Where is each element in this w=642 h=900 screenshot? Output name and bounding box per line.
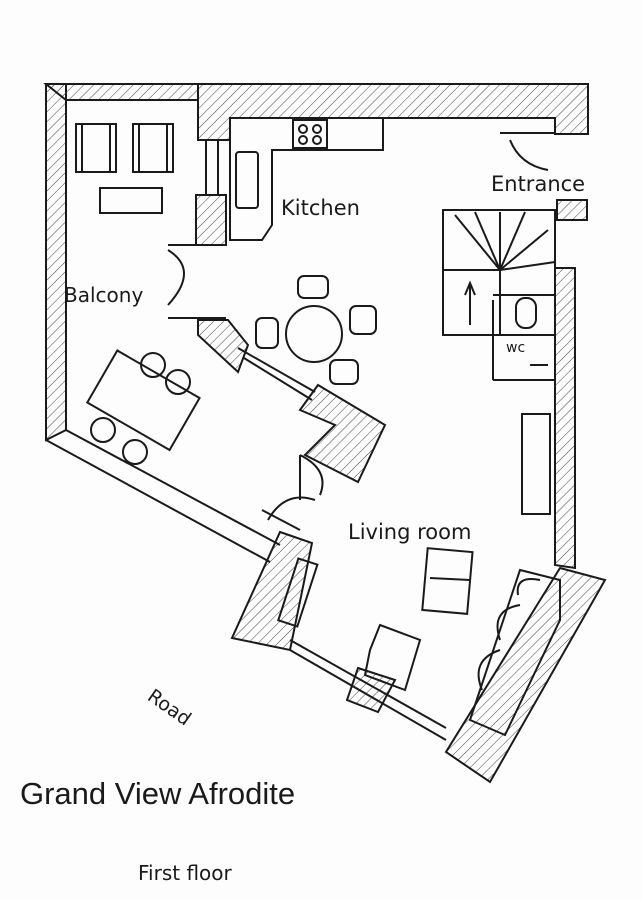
- lines: [45, 118, 561, 741]
- hall-cabinet: [521, 413, 551, 515]
- wall-balcony-partition: [197, 319, 250, 374]
- coffee-table: [421, 547, 474, 615]
- wall-mid-block: [298, 383, 387, 484]
- wall-road-window: [289, 649, 447, 741]
- armchair: [363, 623, 422, 692]
- wc-toilet: [515, 297, 537, 329]
- kitchen-sink: [235, 151, 259, 209]
- kitchen-hob: [292, 119, 328, 149]
- balcony-door-swing: [167, 249, 185, 306]
- lounge-table: [85, 349, 201, 452]
- sofa: [468, 568, 561, 737]
- wall-kitchen-partition: [195, 194, 227, 246]
- entrance-label: Entrance: [491, 172, 586, 196]
- tv-cabinet: [277, 557, 319, 628]
- wall-bottom-right: [444, 566, 607, 784]
- kitchen-label: Kitchen: [281, 196, 360, 220]
- plan-subtitle: First floor: [138, 861, 232, 885]
- wc-label: wc: [506, 340, 526, 356]
- living-room-label: Living room: [348, 520, 472, 544]
- window-dining: [237, 347, 316, 393]
- balcony-label: Balcony: [64, 283, 144, 307]
- entrance-door-swing: [509, 139, 549, 171]
- wall-top-left: [43, 83, 199, 101]
- wall-diagonal-outer: [45, 439, 271, 563]
- living-door-swing: [299, 454, 324, 496]
- balcony-table: [99, 187, 163, 214]
- wall-left: [45, 83, 67, 442]
- walls: [43, 83, 607, 784]
- kitchen-counter: [229, 118, 384, 241]
- balcony-chairs: [75, 123, 174, 173]
- plan-title: Grand View Afrodite: [20, 776, 296, 811]
- round-dining-table: [285, 305, 343, 363]
- wall-living-left: [230, 530, 314, 652]
- wall-right: [554, 267, 576, 570]
- wall-entrance-post: [556, 199, 588, 221]
- wall-top-right: [197, 83, 589, 141]
